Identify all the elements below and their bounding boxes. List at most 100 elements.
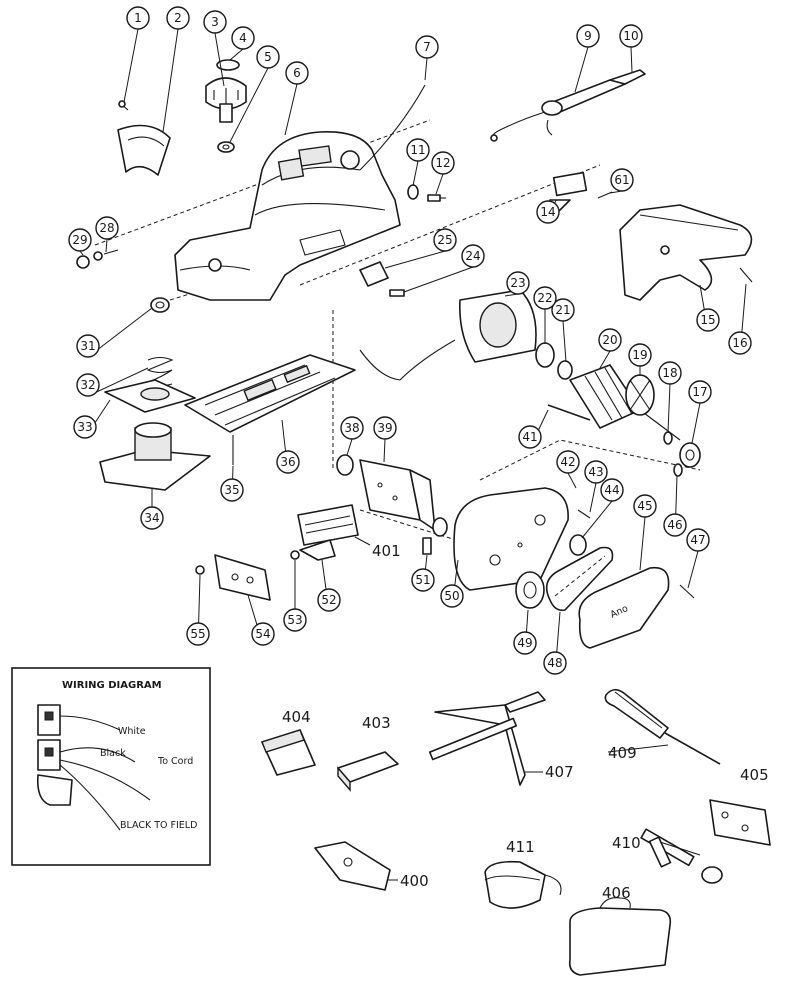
- wiring-label-white: White: [118, 726, 146, 737]
- part-401-blade: [297, 504, 359, 546]
- callout-number-19: 19: [632, 348, 647, 362]
- part-25-holder: [359, 261, 389, 287]
- part-38-bearing: [336, 454, 354, 476]
- callout-leader-47: [687, 550, 699, 589]
- part-21-fan: [557, 360, 573, 380]
- callout-circle-34: [140, 506, 164, 530]
- callout-number-12: 12: [435, 156, 450, 170]
- callout-14: 14: [536, 200, 560, 224]
- callout-53: 53: [283, 608, 307, 632]
- callout-circle-23: [506, 271, 530, 295]
- callout-number-52: 52: [321, 593, 336, 607]
- callout-10: 10: [619, 24, 643, 48]
- part-label-410: 410: [612, 834, 641, 852]
- callout-leader-42: [567, 472, 577, 489]
- part-50-cover-plate: [453, 487, 569, 591]
- callout-number-41: 41: [522, 430, 537, 444]
- callout-circle-49: [513, 631, 537, 655]
- callout-circle-12: [431, 151, 455, 175]
- callout-number-32: 32: [80, 378, 95, 392]
- callout-leader-6: [284, 83, 298, 136]
- part-23-stator: [359, 289, 537, 381]
- part-53-screw: [290, 550, 300, 560]
- callout-number-36: 36: [280, 455, 295, 469]
- callout-circle-4: [231, 26, 255, 50]
- callout-circle-24: [461, 244, 485, 268]
- callout-number-34: 34: [144, 511, 159, 525]
- callout-number-50: 50: [444, 589, 459, 603]
- callout-31: 31: [76, 334, 100, 358]
- callout-leader-5: [229, 67, 269, 143]
- callout-circle-22: [533, 286, 557, 310]
- callout-leader-20: [599, 350, 611, 369]
- callout-number-2: 2: [174, 11, 182, 25]
- part-52-clamp: [299, 539, 336, 561]
- callout-circle-35: [220, 478, 244, 502]
- callout-number-48: 48: [547, 656, 562, 670]
- callout-number-11: 11: [410, 143, 425, 157]
- part-33-plate: [104, 379, 196, 413]
- part-label-400: 400: [400, 872, 429, 890]
- callout-number-28: 28: [99, 221, 114, 235]
- callout-50: 50: [440, 584, 464, 608]
- part-51-pin: [422, 537, 432, 555]
- callout-20: 20: [598, 328, 622, 352]
- callout-49: 49: [513, 631, 537, 655]
- part-61-screw: [597, 191, 613, 199]
- callout-number-21: 21: [555, 303, 570, 317]
- callout-number-55: 55: [190, 627, 205, 641]
- callout-circle-3: [203, 10, 227, 34]
- callout-circle-39: [373, 416, 397, 440]
- callout-22: 22: [533, 286, 557, 310]
- callout-28: 28: [95, 216, 119, 240]
- callout-47: 47: [686, 528, 710, 552]
- part-9-10-cord: [490, 69, 646, 142]
- callout-leader-9: [574, 46, 589, 93]
- callout-number-16: 16: [732, 336, 747, 350]
- callout-number-22: 22: [537, 291, 552, 305]
- acc-404-gauge: [261, 729, 316, 776]
- callout-leader-1: [123, 28, 139, 103]
- callout-circle-16: [728, 331, 752, 355]
- callout-12: 12: [431, 151, 455, 175]
- callout-number-53: 53: [287, 613, 302, 627]
- callout-circle-14: [536, 200, 560, 224]
- callout-number-6: 6: [293, 66, 301, 80]
- callout-leader-28: [105, 238, 108, 253]
- part-label-401: 401: [372, 542, 401, 560]
- callout-leader-45: [639, 516, 646, 571]
- part-label-409: 409: [608, 744, 637, 762]
- callout-16: 16: [728, 331, 752, 355]
- part-18-washer: [663, 431, 673, 445]
- callout-leader-10: [630, 46, 633, 73]
- callout-21: 21: [551, 298, 575, 322]
- callout-circle-53: [283, 608, 307, 632]
- callout-circle-33: [73, 415, 97, 439]
- callout-leader-12: [435, 173, 444, 195]
- part-39-drum: [359, 459, 448, 537]
- callout-3: 3: [203, 10, 227, 34]
- callout-circle-45: [633, 494, 657, 518]
- part-48-belt: [545, 546, 614, 612]
- callout-number-33: 33: [77, 420, 92, 434]
- callout-circle-52: [317, 588, 341, 612]
- acc-403-whetstone: [337, 751, 399, 792]
- callout-leader-2: [162, 28, 179, 133]
- wiring-label-black: Black: [100, 748, 126, 759]
- part-11-ring: [407, 184, 419, 200]
- part-16-screw: [739, 267, 753, 283]
- callout-number-44: 44: [604, 483, 619, 497]
- callout-42: 42: [556, 450, 580, 474]
- part-label-404: 404: [282, 708, 311, 726]
- callout-48: 48: [543, 651, 567, 675]
- callout-circle-32: [76, 373, 100, 397]
- acc-406-case: [568, 897, 672, 976]
- callout-leader-21: [562, 320, 567, 363]
- wiring-label-black-to-field: BLACK TO FIELD: [120, 820, 197, 831]
- callout-33: 33: [73, 415, 97, 439]
- callout-leader-3: [214, 32, 225, 87]
- callout-number-51: 51: [415, 573, 430, 587]
- callout-circle-1: [126, 6, 150, 30]
- callout-leader-24: [403, 266, 474, 293]
- callout-circle-19: [628, 343, 652, 367]
